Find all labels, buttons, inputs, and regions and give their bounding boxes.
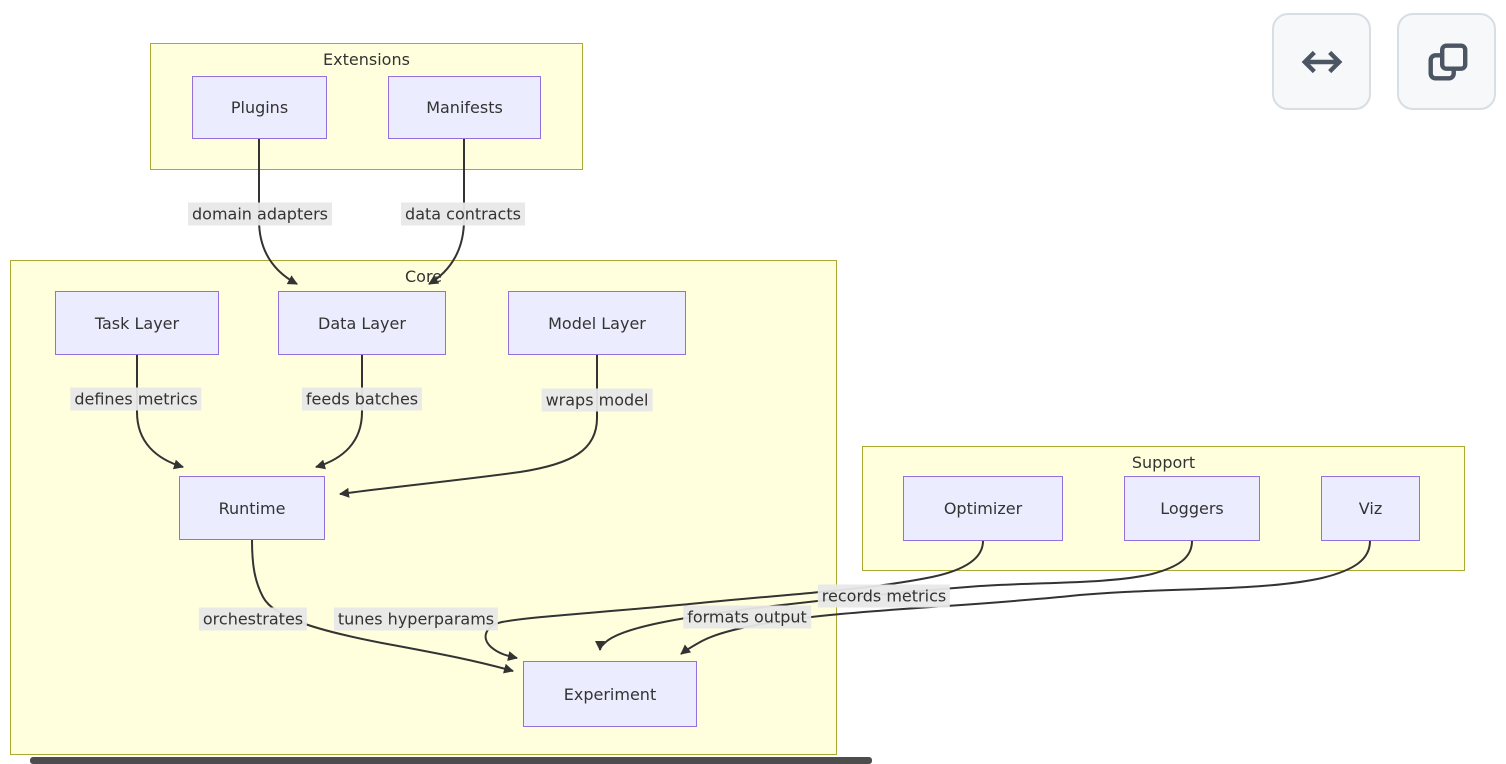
node-loggers-label: Loggers (1160, 499, 1224, 518)
node-plugins: Plugins (192, 76, 327, 139)
edge-label-defines-metrics: defines metrics (70, 387, 202, 411)
edge-runtime-experiment (251, 539, 514, 674)
node-viz-label: Viz (1358, 499, 1383, 518)
edge-label-orchestrates: orchestrates (198, 607, 308, 631)
copy-button[interactable] (1397, 13, 1496, 110)
node-optimizer: Optimizer (903, 476, 1063, 541)
edge-data-layer-runtime (315, 355, 363, 470)
node-model-layer: Model Layer (508, 291, 686, 355)
cluster-extensions-title: Extensions (323, 50, 410, 69)
node-optimizer-label: Optimizer (943, 499, 1023, 518)
cluster-support-title: Support (1131, 453, 1196, 472)
node-runtime: Runtime (179, 476, 325, 540)
node-task-layer-label: Task Layer (94, 313, 180, 333)
node-manifests: Manifests (388, 76, 541, 139)
node-experiment: Experiment (523, 661, 697, 727)
toggle-direction-button[interactable] (1272, 13, 1371, 110)
edge-optimizer-experiment (484, 540, 984, 661)
edge-viz-experiment (680, 540, 1371, 655)
edge-label-wraps-model: wraps model (541, 388, 653, 412)
node-runtime-label: Runtime (218, 498, 286, 518)
copy-icon (1428, 43, 1467, 80)
horizontal-scrollbar-thumb[interactable] (30, 757, 872, 764)
edge-task-layer-runtime (136, 355, 184, 470)
horizontal-double-arrow-icon (1301, 50, 1342, 73)
node-data-layer-label: Data Layer (318, 313, 406, 333)
edge-label-tunes-hyperparams: tunes hyperparams (333, 607, 499, 631)
node-data-layer: Data Layer (278, 291, 446, 355)
node-plugins-label: Plugins (230, 98, 289, 117)
edge-label-feeds-batches: feeds batches (301, 387, 423, 411)
edge-label-domain-adapters: domain adapters (188, 202, 332, 226)
node-experiment-label: Experiment (563, 684, 657, 704)
node-loggers: Loggers (1124, 476, 1260, 541)
edge-model-layer-runtime (339, 355, 598, 498)
node-model-layer-label: Model Layer (548, 313, 646, 333)
node-manifests-label: Manifests (426, 98, 503, 117)
edge-label-formats-output: formats output (683, 605, 811, 629)
node-viz: Viz (1321, 476, 1420, 541)
edge-label-records-metrics: records metrics (817, 584, 951, 608)
node-task-layer: Task Layer (55, 291, 219, 355)
edge-label-data-contracts: data contracts (401, 202, 525, 226)
